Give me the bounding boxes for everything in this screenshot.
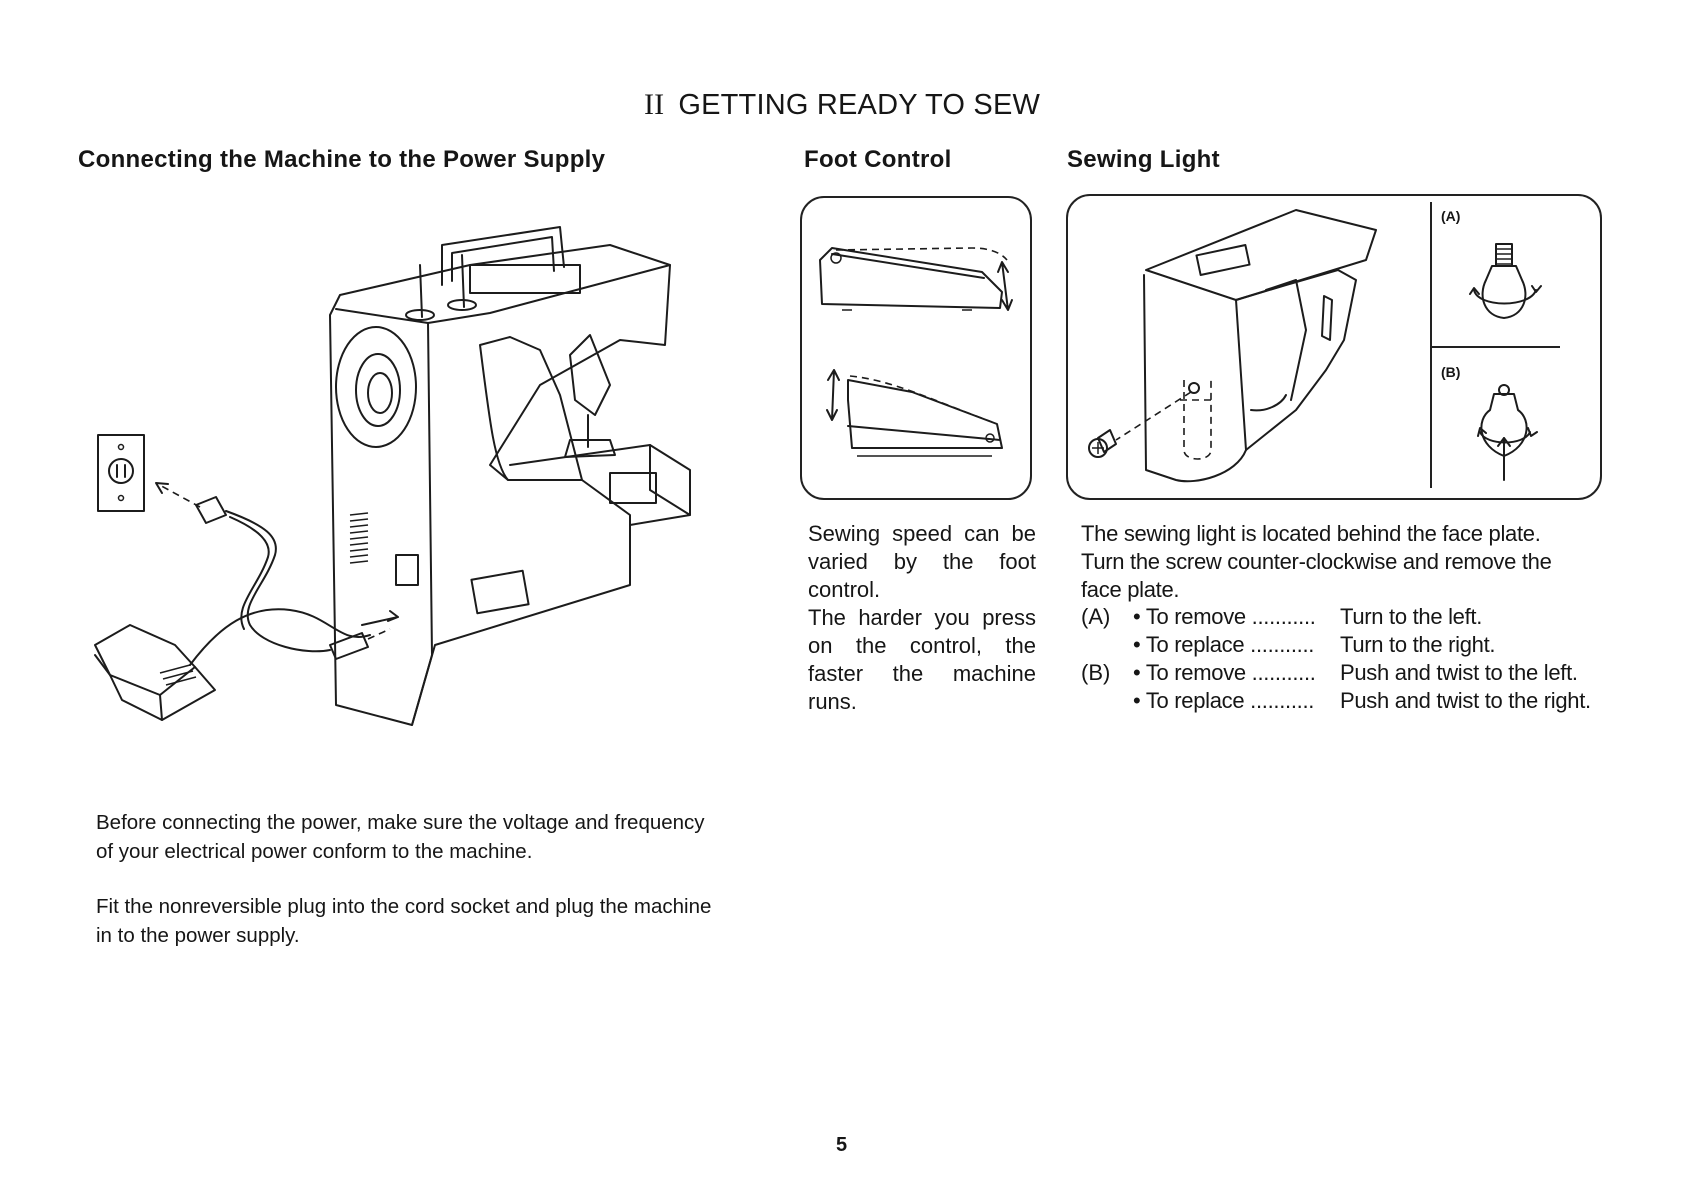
bulb-b-replace-action: • To replace ........... [1133, 688, 1315, 713]
page-title: II GETTING READY TO SEW [0, 88, 1684, 122]
power-para1-line2: of your electrical power conform to the … [96, 840, 533, 863]
sewing-light-heading: Sewing Light [1067, 146, 1220, 173]
pedal-pressed-icon [819, 247, 1003, 309]
sewing-machine-illustration [94, 226, 691, 726]
sewing-light-intro-1: The sewing light is located behind the f… [1081, 521, 1541, 546]
face-plate-diagram [1088, 209, 1377, 483]
machine-plug-icon [329, 632, 369, 660]
foot-control-line-4: The harder you press [808, 605, 1036, 630]
bulb-b-remove-action: • To remove ........... [1133, 660, 1316, 685]
bulb-b-group-label: (B) [1081, 660, 1111, 685]
bulb-a-group-label: (A) [1081, 604, 1111, 629]
foot-control-line-3: control. [808, 577, 881, 602]
bulb-b-remove-result: Push and twist to the left. [1340, 660, 1578, 685]
bulb-label-a: (A) [1441, 208, 1461, 224]
chapter-numeral: II [643, 88, 665, 121]
wall-plug-icon [195, 496, 227, 524]
chapter-title: GETTING READY TO SEW [678, 89, 1041, 121]
foot-control-line-1: Sewing speed can be [808, 521, 1036, 546]
power-para2-line1: Fit the nonreversible plug into the cord… [96, 895, 712, 918]
foot-control-panel [800, 196, 1032, 500]
bulb-screw-in-icon [1469, 243, 1542, 319]
foot-pedal-press-diagram [819, 247, 1013, 457]
bulb-a-replace-result: Turn to the right. [1340, 632, 1496, 657]
sewing-light-intro-2: Turn the screw counter-clockwise and rem… [1081, 549, 1552, 574]
pedal-released-icon [847, 379, 1003, 449]
wall-outlet-icon [97, 434, 145, 512]
panel-divider [1432, 346, 1560, 348]
foot-control-line-5: on the control, the [808, 633, 1036, 658]
foot-control-line-7: runs. [808, 689, 857, 714]
vent-grille-icon [349, 512, 369, 564]
machine-body-icon [329, 244, 671, 726]
bulb-a-remove-result: Turn to the left. [1340, 604, 1483, 629]
bulb-a-remove-action: • To remove ........... [1133, 604, 1316, 629]
bulb-label-b: (B) [1441, 364, 1461, 380]
power-para2-line2: in to the power supply. [96, 924, 300, 947]
bulb-b-diagram [1477, 384, 1538, 481]
foot-pedal-icon [94, 624, 196, 696]
bulb-b-replace-result: Push and twist to the right. [1340, 688, 1591, 713]
foot-control-line-2: varied by the foot [808, 549, 1036, 574]
power-supply-heading: Connecting the Machine to the Power Supp… [78, 146, 606, 173]
power-para1-line1: Before connecting the power, make sure t… [96, 811, 705, 834]
stitch-dial-icon [335, 326, 417, 448]
foot-control-heading: Foot Control [804, 146, 952, 173]
bulb-push-twist-icon [1477, 384, 1538, 481]
foot-control-line-6: faster the machine [808, 661, 1036, 686]
page-number: 5 [836, 1134, 848, 1156]
bulb-a-diagram [1469, 243, 1542, 319]
bulb-a-replace-action: • To replace ........... [1133, 632, 1315, 657]
sewing-light-intro-3: face plate. [1081, 577, 1180, 602]
panel-divider [1430, 202, 1432, 488]
